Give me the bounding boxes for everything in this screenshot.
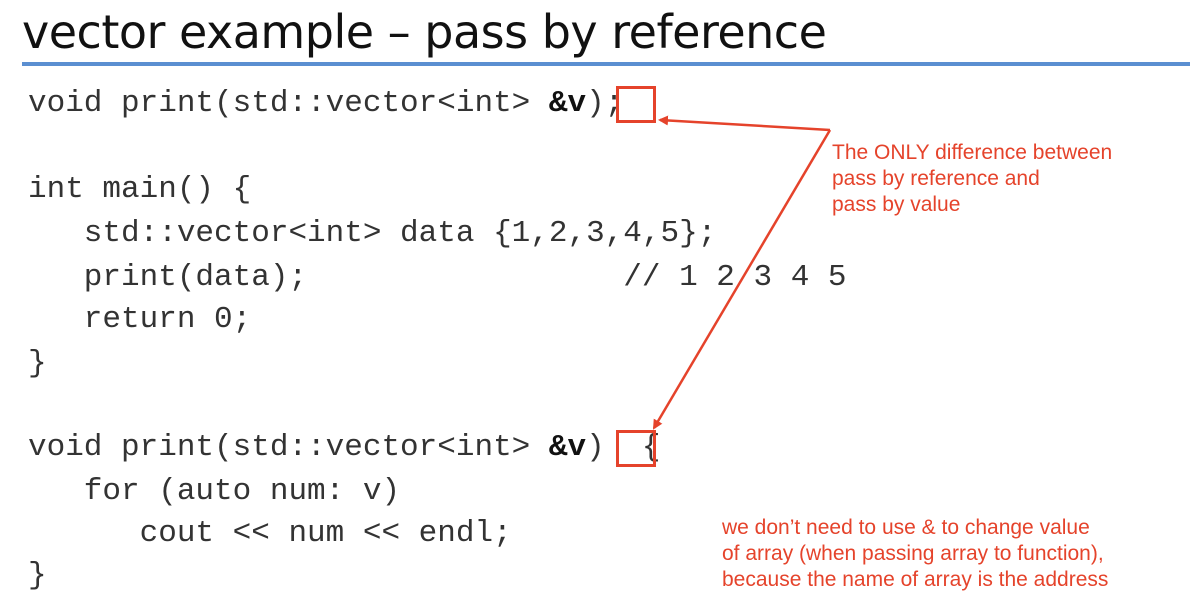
highlight-box-definition [616, 430, 656, 467]
reference-ampersand: & [548, 430, 568, 465]
arrow-to-definition [652, 129, 832, 430]
reference-ampersand: & [548, 86, 568, 121]
code-line-vector-init: std::vector<int> data {1,2,3,4,5}; [28, 216, 717, 251]
note-line: pass by reference and [832, 167, 1040, 190]
code-line-close-brace: } [28, 346, 47, 381]
title-underline [22, 62, 1190, 66]
note-only-difference: The ONLY difference between pass by refe… [832, 140, 1112, 218]
code-line-close-brace-2: } [28, 558, 47, 593]
note-array-address: we don’t need to use & to change value o… [722, 515, 1108, 593]
note-line: of array (when passing array to function… [722, 542, 1104, 565]
highlight-box-prototype [616, 86, 656, 123]
code-line-return: return 0; [28, 302, 252, 337]
note-line: because the name of array is the address [722, 568, 1109, 591]
reference-param: v [567, 86, 587, 121]
note-line: pass by value [832, 193, 961, 216]
code-line-cout: cout << num << endl; [28, 516, 512, 551]
code-line-definition: void print(std::vector<int> &v) { [28, 428, 661, 468]
note-line: we don’t need to use & to change value [722, 516, 1090, 539]
reference-param: v [567, 430, 587, 465]
code-line-main: int main() { [28, 172, 252, 207]
note-line: The ONLY difference between [832, 141, 1113, 164]
code-line-prototype: void print(std::vector<int> &v); [28, 84, 623, 124]
code-line-for: for (auto num: v) [28, 474, 401, 509]
code-line-print-call: print(data); // 1 2 3 4 5 [28, 260, 847, 295]
code-token: void print(std::vector<int> [28, 430, 549, 465]
slide-title: vector example – pass by reference [22, 5, 827, 59]
code-token: void print(std::vector<int> [28, 86, 549, 121]
arrow-to-prototype [658, 115, 831, 132]
